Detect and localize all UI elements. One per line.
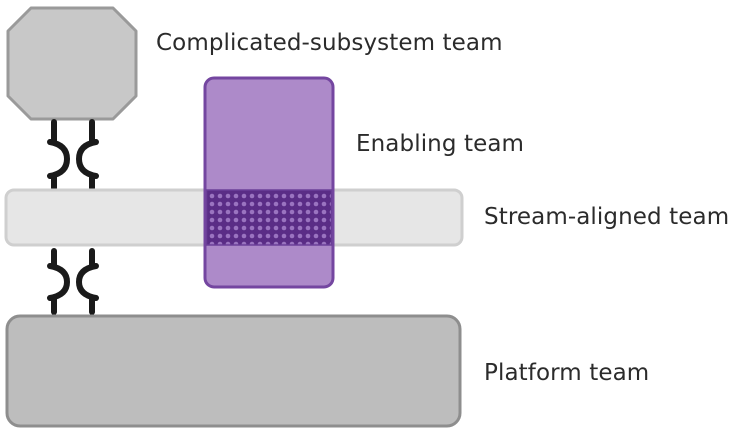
complicated-subsystem-team-label: Complicated-subsystem team	[156, 30, 503, 56]
platform-team-shape	[5, 314, 462, 428]
x-as-a-service-connector-lower	[47, 248, 99, 315]
stream-aligned-team-label: Stream-aligned team	[484, 204, 730, 230]
complicated-subsystem-team-shape	[6, 6, 138, 121]
enabling-team-shape	[203, 76, 335, 289]
x-as-a-service-connector-upper	[47, 119, 99, 191]
enabling-team-label: Enabling team	[356, 131, 525, 157]
facilitating-overlap-border	[205, 189, 333, 246]
facilitating-overlap-shape	[206, 190, 332, 245]
platform-team-label: Platform team	[484, 360, 650, 386]
